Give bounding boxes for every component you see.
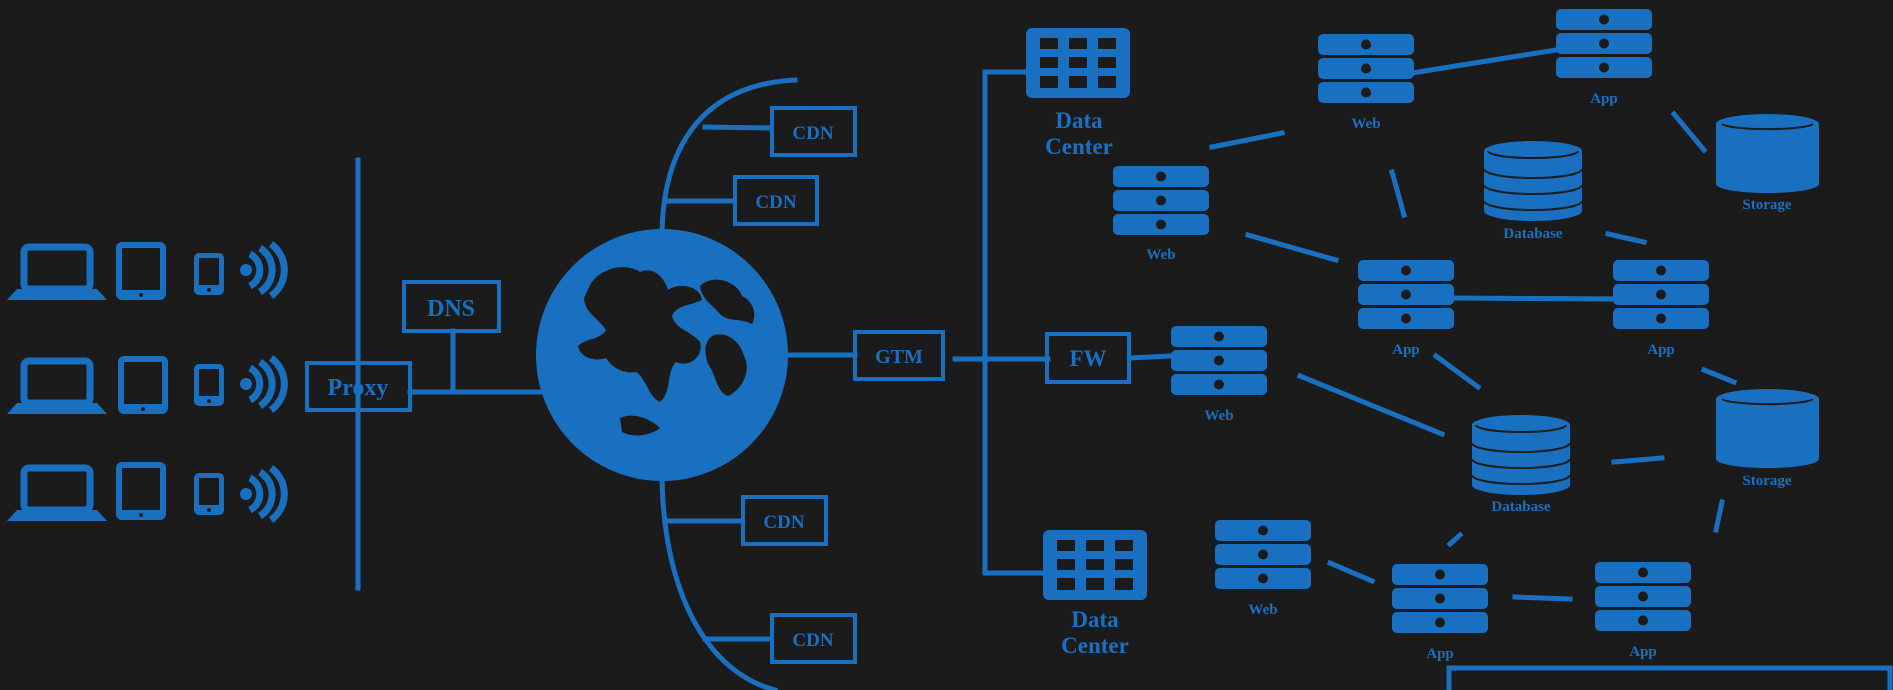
- wireless-signal-icon: [240, 244, 284, 296]
- fw-label: FW: [1069, 346, 1106, 371]
- wireless-signal-icon: [240, 468, 284, 520]
- laptop-icon: [7, 361, 107, 414]
- cdn-box-2: [733, 175, 819, 226]
- app-server-mid-left-icon: [1358, 260, 1454, 329]
- tablet-icon: [118, 356, 168, 414]
- laptop-icon: [7, 247, 107, 300]
- web-server-bottom-label: Web: [1248, 602, 1277, 618]
- web-server-mid-icon: [1113, 166, 1209, 235]
- cdn-box-4: [770, 613, 857, 664]
- phone-icon: [194, 473, 224, 515]
- proxy-label: Proxy: [328, 375, 389, 401]
- datacenter-bottom-label-line2: Center: [1061, 633, 1129, 658]
- app-server-bottom-right-label: App: [1629, 644, 1657, 660]
- app-server-bottom-left-icon: [1392, 564, 1488, 633]
- tablet-icon: [116, 462, 166, 520]
- laptop-icon: [7, 468, 107, 521]
- cdn-1-link: [702, 124, 773, 131]
- web-server-fw-icon: [1171, 326, 1267, 395]
- app-server-mid-left-label: App: [1392, 342, 1420, 358]
- database-bottom-icon: [1471, 414, 1571, 496]
- dns-label: DNS: [427, 296, 475, 322]
- web-server-fw-label: Web: [1204, 408, 1233, 424]
- datacenter-top-label-line1: Data: [1055, 108, 1103, 133]
- database-bottom-label: Database: [1491, 499, 1551, 515]
- client-row-1: [7, 242, 284, 300]
- storage-bottom-icon: [1715, 388, 1820, 469]
- cdn-upper-arc: [659, 77, 798, 241]
- web-server-mid-label: Web: [1146, 247, 1175, 263]
- cdn-label-4: CDN: [792, 630, 833, 651]
- cdn-box-1: [770, 106, 857, 157]
- app-server-top-label: App: [1590, 91, 1618, 107]
- cdn-label-3: CDN: [763, 512, 804, 533]
- storage-top-label: Storage: [1742, 197, 1791, 213]
- app-server-mid-right-label: App: [1647, 342, 1675, 358]
- web-server-top-icon: [1318, 34, 1414, 103]
- app-server-bottom-left-label: App: [1426, 646, 1454, 662]
- web-server-top-label: Web: [1351, 116, 1380, 132]
- phone-icon: [194, 364, 224, 406]
- fw-to-web-line: [1127, 353, 1173, 361]
- cdn-label-2: CDN: [755, 192, 796, 213]
- cdn-label-1: CDN: [792, 123, 833, 144]
- globe-icon: [536, 229, 788, 481]
- legend-frame-partial: [1446, 665, 1893, 690]
- app-server-mid-right-icon: [1613, 260, 1709, 329]
- client-row-2: [7, 356, 284, 414]
- datacenter-top-label-line2: Center: [1045, 134, 1113, 159]
- cdn-box-3: [741, 495, 828, 546]
- cdn-lower-arc: [659, 469, 779, 690]
- tier-connector-lines: [1209, 47, 1738, 602]
- datacenter-bottom-label-line1: Data: [1071, 607, 1119, 632]
- storage-top-icon: [1715, 113, 1820, 194]
- datacenter-top-icon: [1026, 28, 1130, 98]
- client-row-3: [7, 462, 284, 521]
- datacenter-bus-line: [982, 69, 1045, 576]
- phone-icon: [194, 253, 224, 295]
- gtm-box: [853, 330, 945, 381]
- app-server-bottom-right-icon: [1595, 562, 1691, 631]
- storage-bottom-label: Storage: [1742, 473, 1791, 489]
- web-server-bottom-icon: [1215, 520, 1311, 589]
- gtm-label: GTM: [875, 346, 923, 368]
- tablet-icon: [116, 242, 166, 300]
- database-top-label: Database: [1503, 226, 1563, 242]
- wireless-signal-icon: [240, 358, 284, 410]
- database-top-icon: [1483, 140, 1583, 222]
- datacenter-bottom-icon: [1043, 530, 1147, 600]
- proxy-box: [305, 361, 412, 412]
- app-server-top-icon: [1556, 9, 1652, 78]
